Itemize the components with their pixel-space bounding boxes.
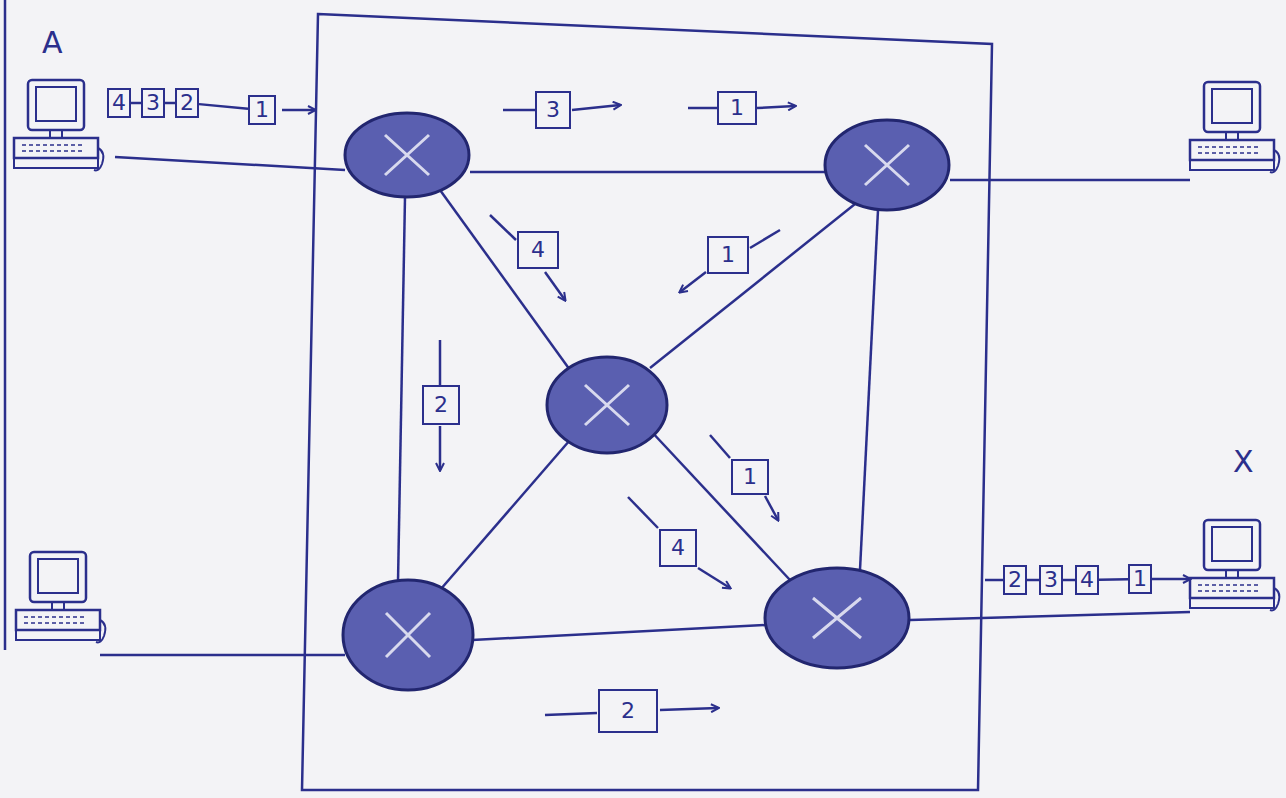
packet-box: 1: [1128, 564, 1152, 594]
packet-number: 3: [546, 99, 560, 121]
packet-number: 2: [434, 394, 448, 416]
packet-number: 1: [1133, 568, 1147, 590]
packet-box: 3: [535, 91, 571, 129]
router-symbols: [343, 113, 949, 690]
packet-box: 2: [175, 88, 199, 118]
packet-box: 2: [1003, 565, 1027, 595]
packet-box: 1: [248, 95, 276, 125]
packet-box: 4: [107, 88, 131, 118]
packet-number: 4: [671, 537, 685, 559]
packet-box: 3: [1039, 565, 1063, 595]
packet-number: 2: [1008, 569, 1022, 591]
packet-link: [199, 104, 248, 109]
packet-link: [1063, 580, 1075, 581]
packet-box: 3: [141, 88, 165, 118]
packet-number: 1: [255, 99, 269, 121]
packet-number: 3: [1044, 569, 1058, 591]
packet-link: [131, 103, 141, 104]
packet-number: 4: [531, 239, 545, 261]
packet-number: 1: [730, 97, 744, 119]
packet-link: [165, 103, 175, 104]
packet-number: 2: [621, 700, 635, 722]
packet-box: 1: [731, 459, 769, 495]
packet-number: 1: [743, 466, 757, 488]
packet-link: [1027, 580, 1039, 581]
packet-number: 4: [112, 92, 126, 114]
packet-number: 2: [180, 92, 194, 114]
host-label: A: [42, 28, 63, 58]
packet-number: 1: [721, 244, 735, 266]
packet-link: [1099, 579, 1128, 581]
packet-box: 1: [717, 91, 757, 125]
packet-box: 2: [598, 689, 658, 733]
packet-number: 4: [1080, 569, 1094, 591]
packet-number: 3: [146, 92, 160, 114]
packet-box: 1: [707, 236, 749, 274]
packet-box: 2: [422, 385, 460, 425]
packet-box: 4: [1075, 565, 1099, 595]
packet-box: 4: [659, 529, 697, 567]
packet-box: 4: [517, 231, 559, 269]
host-label: X: [1233, 447, 1254, 477]
